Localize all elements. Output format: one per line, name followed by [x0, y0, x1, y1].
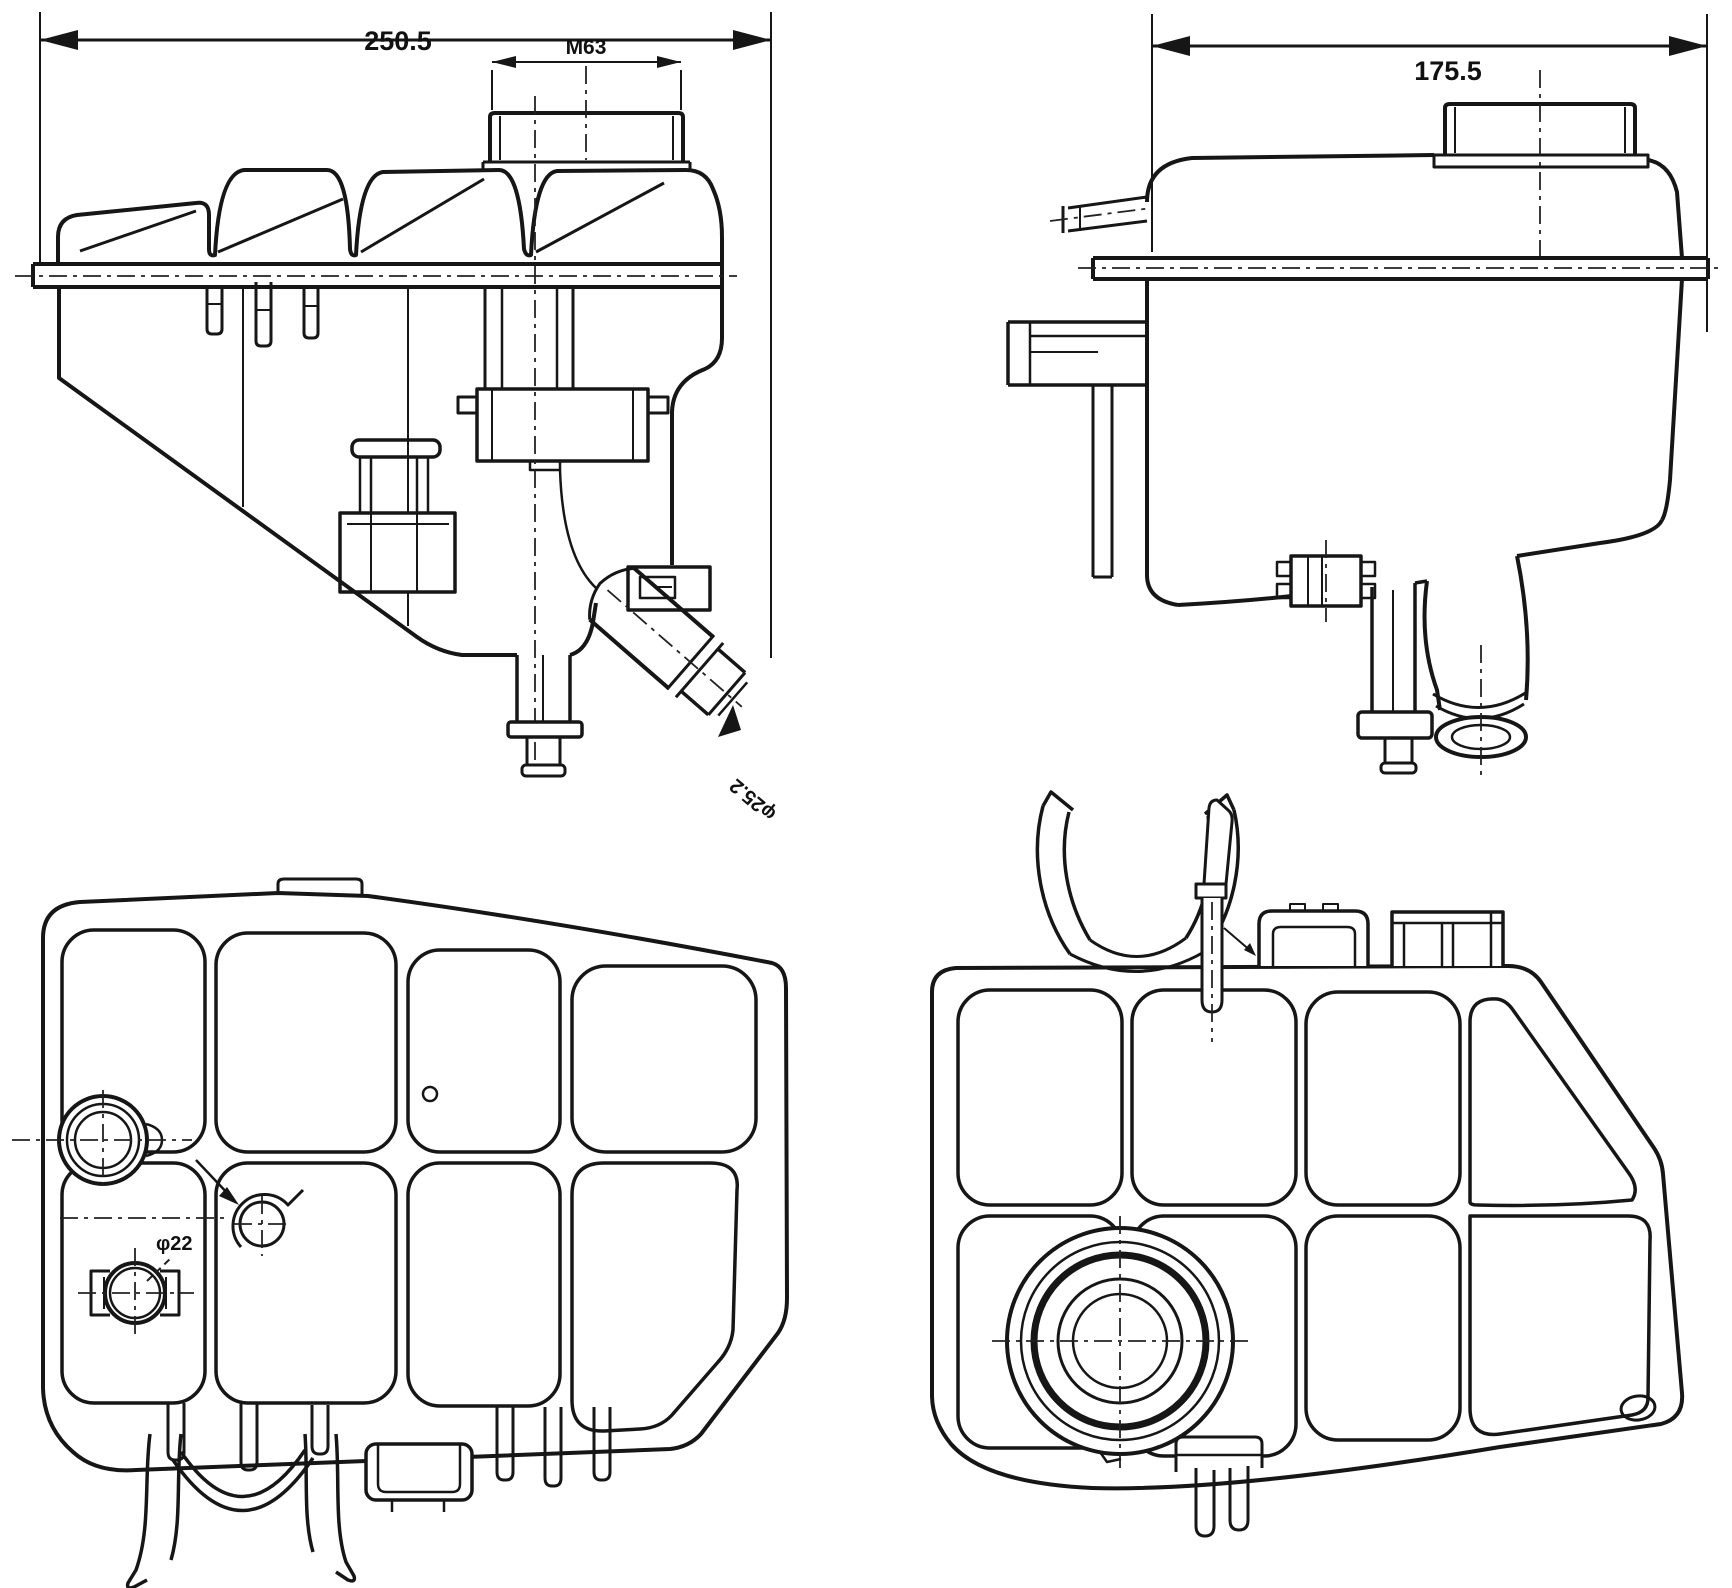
neck-base [481, 160, 692, 171]
label-hole-diameter: φ22 [156, 1233, 193, 1255]
mounting-bracket [1006, 320, 1147, 579]
dimension-neck-thread: M63 [491, 36, 682, 110]
locating-pin [1194, 798, 1256, 1042]
outlet-pipe [588, 566, 749, 717]
mounting-pins [205, 282, 320, 348]
mounting-flange-side [1078, 256, 1722, 281]
label-outlet-diameter: φ25.2 [726, 774, 781, 825]
elbow-hose-port [1422, 555, 1530, 778]
sensor-boss-side [1275, 540, 1377, 622]
vent-spout [1049, 195, 1153, 233]
dimension-overall-depth: 175.5 [1151, 14, 1708, 332]
side-connector [338, 438, 457, 594]
top-view: φ22 [12, 877, 789, 1588]
tank-body-outline [57, 287, 517, 657]
tank-top-ridges [79, 177, 665, 254]
level-pointer [195, 1159, 305, 1256]
bottom-bracket [364, 1442, 474, 1512]
top-fitting-rounded [1257, 903, 1370, 966]
corner-hole [1619, 1394, 1657, 1422]
hole-port-22: φ22 [78, 1233, 194, 1340]
front-view: 250.5 M63 [15, 12, 781, 825]
tank-top-lobes [56, 168, 724, 266]
label-neck-thread: M63 [566, 36, 607, 59]
bottom-view [930, 790, 1685, 1538]
mounting-flange [15, 262, 737, 289]
dimension-overall-width: 250.5 [39, 12, 772, 658]
top-fitting-block [1390, 910, 1505, 966]
label-overall-width: 250.5 [364, 26, 432, 56]
bottom-outlet-side [1356, 583, 1434, 775]
label-overall-depth: 175.5 [1414, 56, 1482, 86]
bottom-outlet [506, 655, 584, 778]
tank-lobes-bottom [956, 988, 1652, 1458]
cap-opening [992, 1216, 1248, 1468]
bottom-bracket-pins [1174, 1435, 1264, 1538]
cap-port [12, 1090, 192, 1192]
top-view-outline [41, 891, 789, 1473]
internal-filler-tube [456, 287, 670, 589]
top-tab [276, 877, 364, 895]
leader-arrow [718, 705, 741, 737]
side-view: 175.5 [1006, 14, 1722, 778]
vent-hole [421, 1085, 439, 1103]
